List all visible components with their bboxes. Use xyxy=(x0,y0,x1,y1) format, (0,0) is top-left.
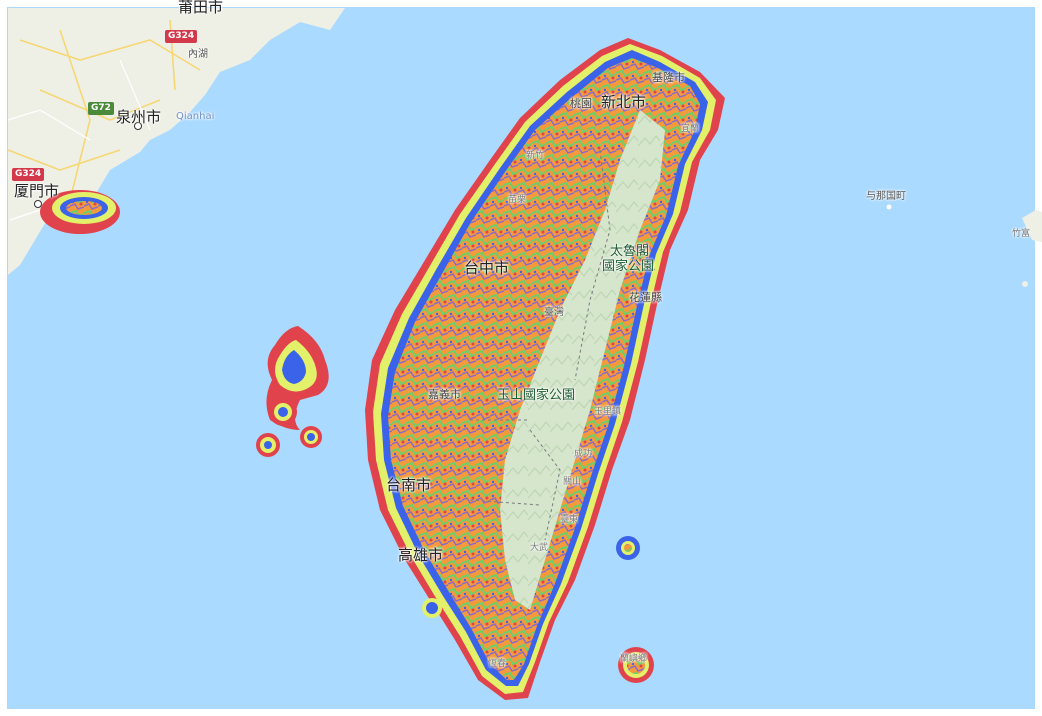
taketomi-island xyxy=(1022,210,1042,242)
label-hengchun: 恆春 xyxy=(488,659,507,669)
label-keelung[interactable]: 基隆市 xyxy=(652,71,685,84)
label-taitung: 臺東 xyxy=(560,515,579,525)
county-borders xyxy=(469,149,656,541)
mainland-roads-2 xyxy=(7,59,151,221)
label-yuli: 玉里鎮 xyxy=(594,407,622,417)
label-yonaguni[interactable]: 与那国町 xyxy=(866,191,906,202)
label-kaohsiung[interactable]: 高雄市 xyxy=(398,546,444,564)
label-tainan[interactable]: 台南市 xyxy=(386,476,432,494)
yonaguni-dot xyxy=(886,204,892,210)
kinmen-land xyxy=(66,201,102,215)
central-mountains xyxy=(500,110,665,610)
label-new-taipei[interactable]: 新北市 xyxy=(601,93,647,111)
label-taroko-1[interactable]: 太魯閣 xyxy=(610,244,650,259)
label-xiamen[interactable]: 厦門市 xyxy=(14,182,60,200)
green-island-land xyxy=(624,544,632,552)
penghu-blue xyxy=(282,350,306,384)
wangan-blue xyxy=(307,433,315,441)
label-taketomi: 竹富 xyxy=(1012,229,1031,239)
xiamen-dot xyxy=(34,200,42,208)
label-quanzhou[interactable]: 泉州市 xyxy=(116,108,162,126)
penghu-south-blue xyxy=(278,407,288,417)
label-taoyuan[interactable]: 桃園 xyxy=(570,97,592,110)
label-chiayi[interactable]: 嘉義市 xyxy=(428,388,461,401)
label-taiwan: 臺灣 xyxy=(544,307,564,318)
label-taroko-2[interactable]: 國家公園 xyxy=(602,259,655,274)
lanyu-land xyxy=(627,656,645,674)
mainland-roads xyxy=(7,19,201,201)
label-putian[interactable]: 莆田市 xyxy=(178,0,224,16)
label-qianhai: Qianhai xyxy=(176,111,215,122)
g324-shield-west: G324 xyxy=(12,168,45,181)
quanzhou-dot xyxy=(134,122,142,130)
qimei-blue xyxy=(264,441,272,449)
label-chenggong: 成功 xyxy=(574,449,593,459)
label-lanyu: 蘭嶼鄉 xyxy=(620,654,648,664)
label-miaoli: 苗栗 xyxy=(508,195,527,205)
label-yilan: 宜蘭 xyxy=(681,124,700,134)
label-hsinchu: 新竹 xyxy=(526,151,545,161)
label-dawu: 大武 xyxy=(530,543,549,553)
label-neihu: 內湖 xyxy=(188,49,208,60)
g324-shield: G324 xyxy=(165,30,198,43)
label-yushan[interactable]: 玉山國家公園 xyxy=(497,388,576,403)
label-hualien[interactable]: 花蓮縣 xyxy=(629,291,662,304)
g72-shield: G72 xyxy=(88,102,114,115)
islet xyxy=(1022,281,1028,287)
label-taichung[interactable]: 台中市 xyxy=(464,259,510,277)
liuqiu-blue xyxy=(426,602,438,614)
label-guanshan: 關山 xyxy=(563,477,582,487)
mainland-china xyxy=(8,8,345,275)
